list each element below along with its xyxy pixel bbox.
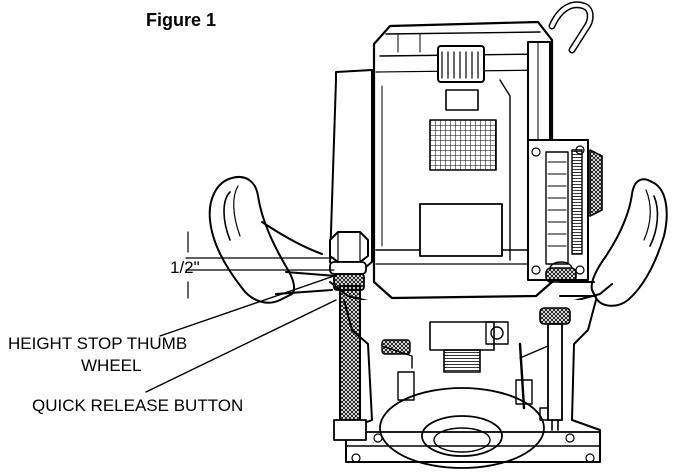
quick-release-leader-line: [145, 299, 337, 393]
height-stop-thumb-wheel: [329, 231, 369, 291]
dimension-label: 1/2": [170, 258, 200, 277]
height-stop-label-continued: WHEEL: [81, 356, 142, 375]
depth-scale: [527, 41, 603, 283]
dimension-marker: [185, 231, 335, 299]
motor-housing: [372, 20, 554, 300]
router-base: [329, 281, 613, 469]
height-stop-leader-line: [159, 275, 335, 337]
height-stop-label: HEIGHT STOP THUMB: [8, 334, 188, 353]
quick-release-label: QUICK RELEASE BUTTON: [32, 396, 244, 415]
power-cord: [548, 1, 594, 54]
top-knob: [437, 45, 485, 111]
right-handle: [559, 178, 668, 307]
left-handle: [208, 176, 337, 304]
figure-title: Figure 1: [146, 10, 217, 30]
right-column: [539, 307, 571, 421]
